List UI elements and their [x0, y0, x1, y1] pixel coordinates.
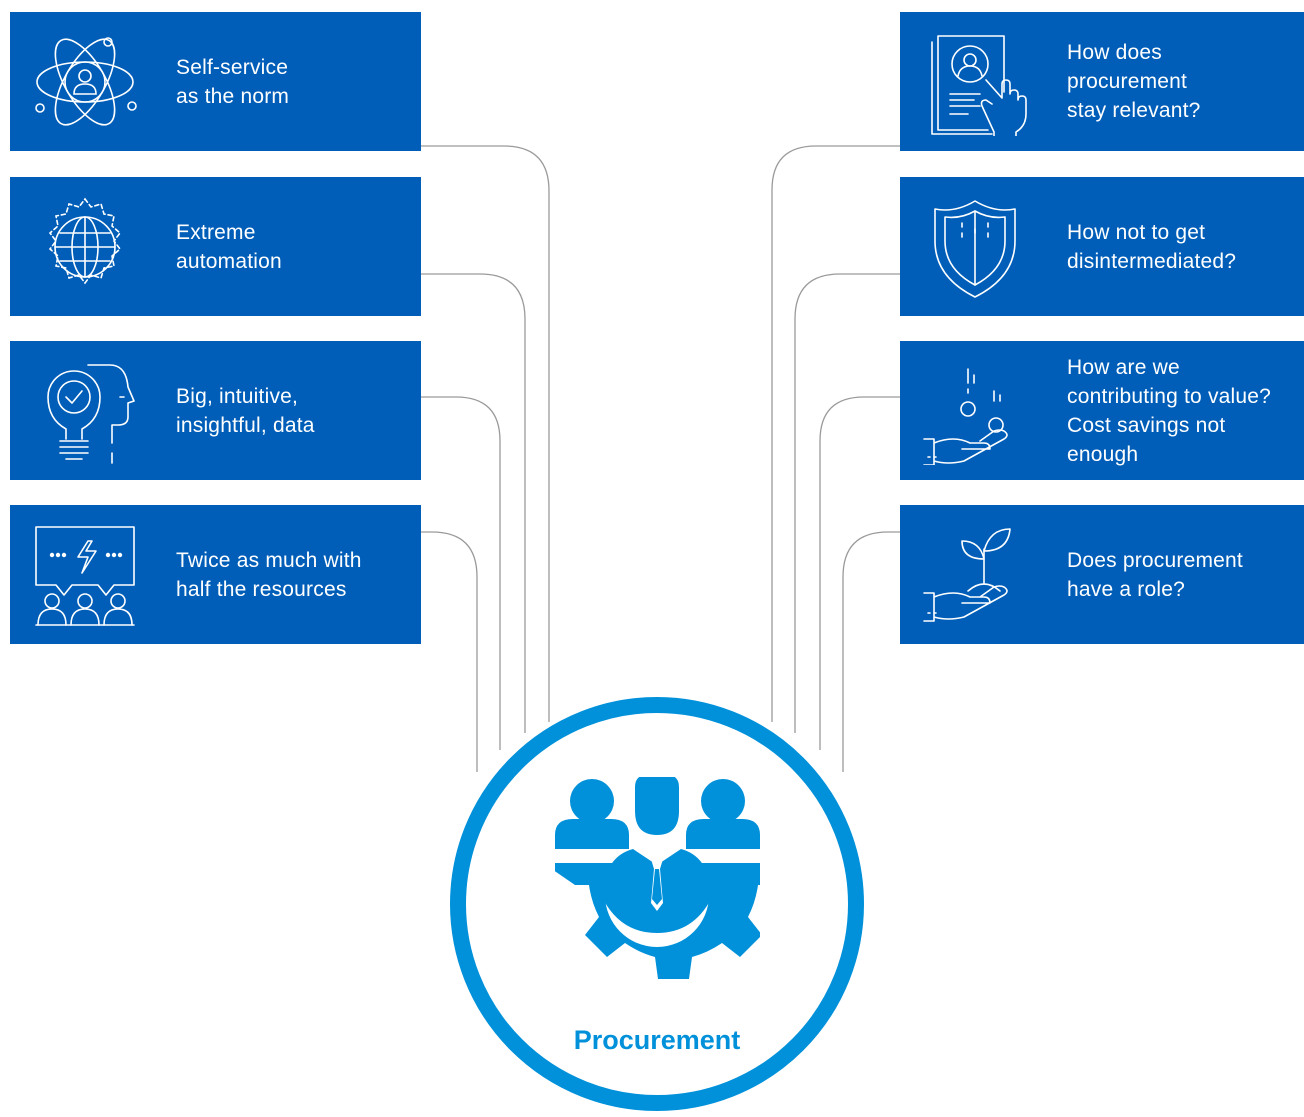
atom-person-icon: [30, 28, 140, 136]
connector-8: [842, 531, 900, 772]
hub-label: Procurement: [573, 1025, 741, 1055]
card-contributing-value: How are we contributing to value? Cost s…: [900, 341, 1304, 480]
team-gear-icon: [543, 775, 772, 982]
hand-coins-icon: [920, 357, 1030, 465]
card-text: Does procurement have a role?: [1067, 548, 1243, 601]
meeting-idea-icon: [30, 521, 140, 629]
connector-6: [794, 273, 900, 733]
card-text: Twice as much with half the resources: [176, 548, 362, 601]
card-disintermediated: How not to get disintermediated?: [900, 177, 1304, 316]
globe-gear-icon: [30, 193, 140, 301]
connector-3: [421, 396, 501, 750]
card-text: Self-service as the norm: [176, 55, 290, 108]
lightbulb-head-icon: [30, 357, 140, 465]
card-text: Big, intuitive, insightful, data: [176, 384, 315, 437]
card-big-data: Big, intuitive, insightful, data: [10, 341, 421, 480]
card-text: How not to get disintermediated?: [1067, 220, 1237, 273]
card-text: Extreme automation: [176, 220, 282, 273]
card-text: How does procurement stay relevant?: [1067, 41, 1201, 122]
card-text: How are we contributing to value? Cost s…: [1067, 355, 1272, 466]
connector-1: [421, 145, 550, 722]
card-self-service: Self-service as the norm: [10, 12, 421, 151]
connector-7: [819, 396, 900, 750]
procurement-hub: Procurement: [450, 697, 864, 1111]
card-extreme-automation: Extreme automation: [10, 177, 421, 316]
connector-2: [421, 273, 526, 733]
card-stay-relevant: How does procurement stay relevant?: [900, 12, 1304, 151]
profile-document-hand-icon: [920, 28, 1030, 136]
connector-5: [771, 145, 900, 722]
connector-4: [421, 531, 478, 772]
card-twice-as-much: Twice as much with half the resources: [10, 505, 421, 644]
shield-icon: [920, 193, 1030, 301]
hand-plant-icon: [920, 521, 1030, 629]
card-role: Does procurement have a role?: [900, 505, 1304, 644]
